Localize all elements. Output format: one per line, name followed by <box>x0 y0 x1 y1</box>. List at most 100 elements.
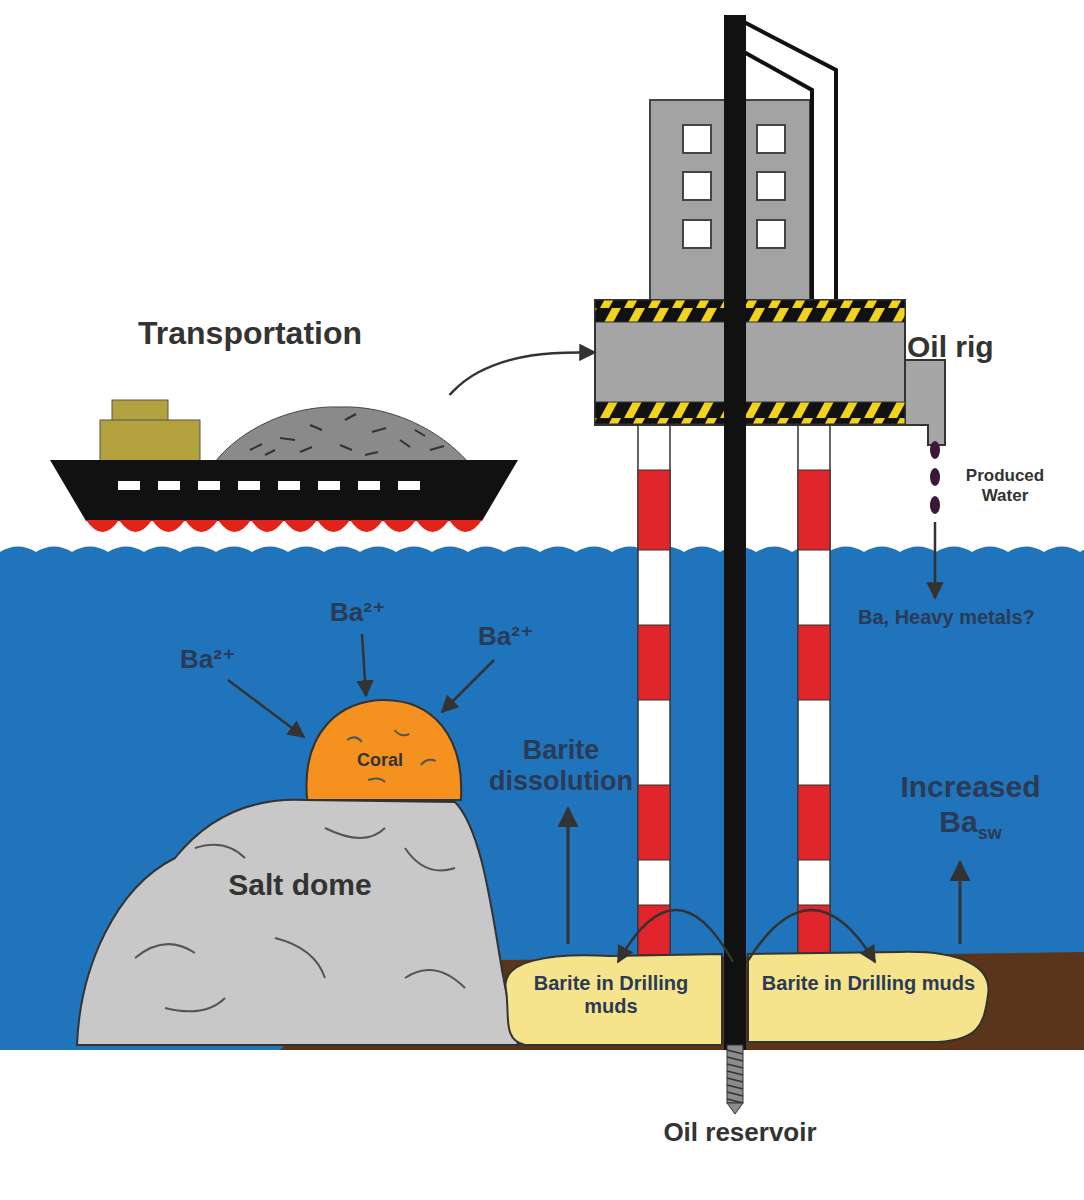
ship: Transportation <box>50 395 520 545</box>
subscript-label: sw <box>978 823 1002 843</box>
drill-tip <box>727 1103 743 1114</box>
annotation-label: Ba²⁺ <box>330 597 386 627</box>
cargo-pile <box>215 407 468 462</box>
ship-window <box>118 481 140 490</box>
cargo-stroke <box>415 430 425 436</box>
barite-deposit: Barite in Drilling muds <box>748 950 993 1042</box>
label-group: Increased Basw <box>878 770 1063 843</box>
ion-arrow <box>442 660 494 712</box>
cargo-stroke <box>372 428 386 432</box>
salt-dome-texture <box>195 845 245 858</box>
annotation-label: Oil reservoir <box>663 1117 816 1147</box>
discharge-arrow <box>934 522 937 598</box>
label-group: Ba²⁺ <box>180 645 236 675</box>
ship-cabin <box>100 420 200 462</box>
thread <box>727 1078 743 1082</box>
label-group: Produced Water <box>950 466 1060 505</box>
leg-band <box>638 785 670 860</box>
drill-threads <box>727 1050 743 1103</box>
cargo-stroke <box>280 438 295 440</box>
leg-band <box>798 785 830 860</box>
barite-label: Barite in Drilling muds <box>756 972 981 995</box>
dissolution-arrow <box>567 808 570 944</box>
building-window <box>757 125 785 153</box>
leg-band <box>798 625 830 700</box>
thread <box>727 1057 743 1061</box>
salt-dome-texture <box>405 970 465 988</box>
cargo-stroke <box>365 452 378 455</box>
coral-texture <box>347 737 362 742</box>
ship-window <box>198 481 220 490</box>
cargo-stroke <box>310 425 322 430</box>
barite-deposit-shape <box>748 952 988 1042</box>
water-drop <box>930 496 940 514</box>
thread <box>727 1092 743 1096</box>
leg-band <box>638 470 670 550</box>
cargo-stroke <box>400 440 410 447</box>
building-window <box>683 172 711 200</box>
building-window <box>757 220 785 248</box>
ship-window <box>398 481 420 490</box>
dome-label: Salt dome <box>205 868 395 903</box>
annotation-label: Ba²⁺ <box>478 621 534 651</box>
oil-rig: Oil rig <box>595 300 905 425</box>
ship-window <box>358 481 380 490</box>
salt-dome: Salt dome <box>75 788 520 1046</box>
ion-arrow <box>228 680 304 737</box>
thread <box>727 1050 743 1054</box>
salt-dome-texture <box>405 848 455 871</box>
annotation-label: Increased Ba <box>900 770 1040 838</box>
barite-label: Barite in Drilling muds <box>508 972 714 1018</box>
water-drop <box>930 441 940 459</box>
salt-dome-texture <box>325 828 385 838</box>
hazard-stripe <box>595 300 905 322</box>
water-drop <box>930 468 940 486</box>
cargo-stroke <box>300 447 312 452</box>
rig-label: Oil rig <box>907 330 994 365</box>
thread <box>727 1085 743 1089</box>
leg-band <box>638 625 670 700</box>
rig-leg <box>638 424 670 955</box>
derrick-arm <box>744 22 836 302</box>
annotation-label: Ba, Heavy metals? <box>858 606 1035 628</box>
coral: Coral <box>305 700 463 800</box>
leg-band <box>798 905 830 955</box>
drill-bit <box>727 1045 743 1103</box>
drill-pipe <box>724 15 746 1050</box>
coral-label: Coral <box>305 750 455 771</box>
building-window <box>757 172 785 200</box>
coral-texture <box>395 730 410 735</box>
building-window <box>683 125 711 153</box>
barite-deposit: Barite in Drilling muds <box>500 950 722 1045</box>
label-group: Barite dissolution <box>486 735 636 797</box>
ship-window <box>238 481 260 490</box>
ship-keel <box>86 520 482 532</box>
annotation-label: Produced Water <box>966 466 1044 505</box>
salt-dome-texture <box>275 938 325 978</box>
barite-deposit-outline <box>748 950 993 1042</box>
flow-arrow <box>450 352 596 395</box>
ship-window <box>278 481 300 490</box>
salt-dome-texture <box>135 944 195 958</box>
cargo-texture <box>250 414 444 455</box>
spill-arrow <box>618 910 733 962</box>
label-group: Ba²⁺ <box>478 622 534 652</box>
salt-dome-shape <box>77 800 518 1045</box>
rig-deck <box>595 300 905 425</box>
cargo-stroke <box>265 450 275 455</box>
spill-arrow <box>747 910 875 962</box>
increase-arrow <box>959 862 962 944</box>
cargo-stroke <box>430 446 444 450</box>
thread <box>727 1071 743 1075</box>
salt-dome-outline <box>75 788 520 1046</box>
ship-label: Transportation <box>138 315 362 352</box>
rig-leg <box>798 424 830 955</box>
annotation-label: Ba²⁺ <box>180 644 236 674</box>
sea <box>0 547 1084 1051</box>
coral-texture <box>368 778 385 782</box>
leg-band <box>638 905 670 955</box>
cargo-stroke <box>345 414 356 420</box>
coral-texture <box>421 760 436 765</box>
cargo-stroke <box>250 444 262 450</box>
